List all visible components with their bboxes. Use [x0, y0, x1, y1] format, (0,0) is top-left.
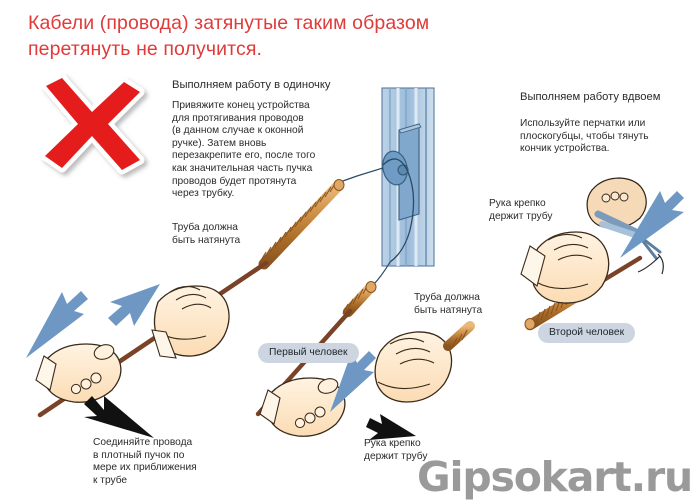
pull-cord-lower	[371, 261, 391, 287]
label-bundle-wires: Соединяйте провода в плотный пучок по ме…	[93, 437, 197, 486]
callout-arrow-bundle	[84, 396, 154, 438]
label-person-one: Первый человек	[258, 343, 359, 363]
x-mark-icon	[40, 73, 145, 175]
hand-grip-right	[520, 231, 610, 304]
label-hand-holds-right: Рука крепко держит трубу	[489, 198, 553, 222]
coiled-rod-upper	[258, 179, 345, 270]
coiled-rod-middle-stub	[443, 321, 475, 351]
site-watermark: Gipsokart.ru	[417, 453, 693, 501]
window-frame-icon	[381, 87, 435, 267]
callout-arrow-hand-bottom	[366, 414, 416, 440]
label-hand-holds-bottom: Рука крепко держит трубу	[364, 438, 428, 462]
direction-arrow-left-push	[26, 291, 88, 358]
page-title: Кабели (провода) затянутые таким образом…	[28, 12, 430, 60]
hand-grip-upper-right	[151, 285, 230, 359]
direction-arrow-middle	[330, 351, 376, 412]
label-pipe-taut-left: Труба должна быть натянута	[172, 222, 241, 246]
solo-section-heading: Выполняем работу в одиночку	[172, 79, 331, 91]
pair-section-heading: Выполняем работу вдвоем	[520, 91, 661, 103]
hand-grip-middle-right	[374, 331, 453, 403]
pliers-icon	[586, 177, 664, 275]
hand-grip-middle-left	[259, 377, 346, 437]
coiled-rod-middle	[342, 281, 377, 318]
pair-section-body: Используйте перчатки или плоскогубцы, чт…	[520, 118, 649, 155]
label-pipe-taut-middle: Труба должна быть натянута	[414, 292, 483, 316]
label-person-two: Второй человек	[538, 323, 636, 343]
pull-cord-upper	[339, 167, 384, 183]
direction-arrow-left-pull	[108, 284, 160, 326]
solo-section-body: Привяжите конец устройства для протягива…	[172, 100, 316, 200]
hand-grip-upper-left	[35, 343, 122, 403]
direction-arrow-right	[620, 191, 684, 258]
